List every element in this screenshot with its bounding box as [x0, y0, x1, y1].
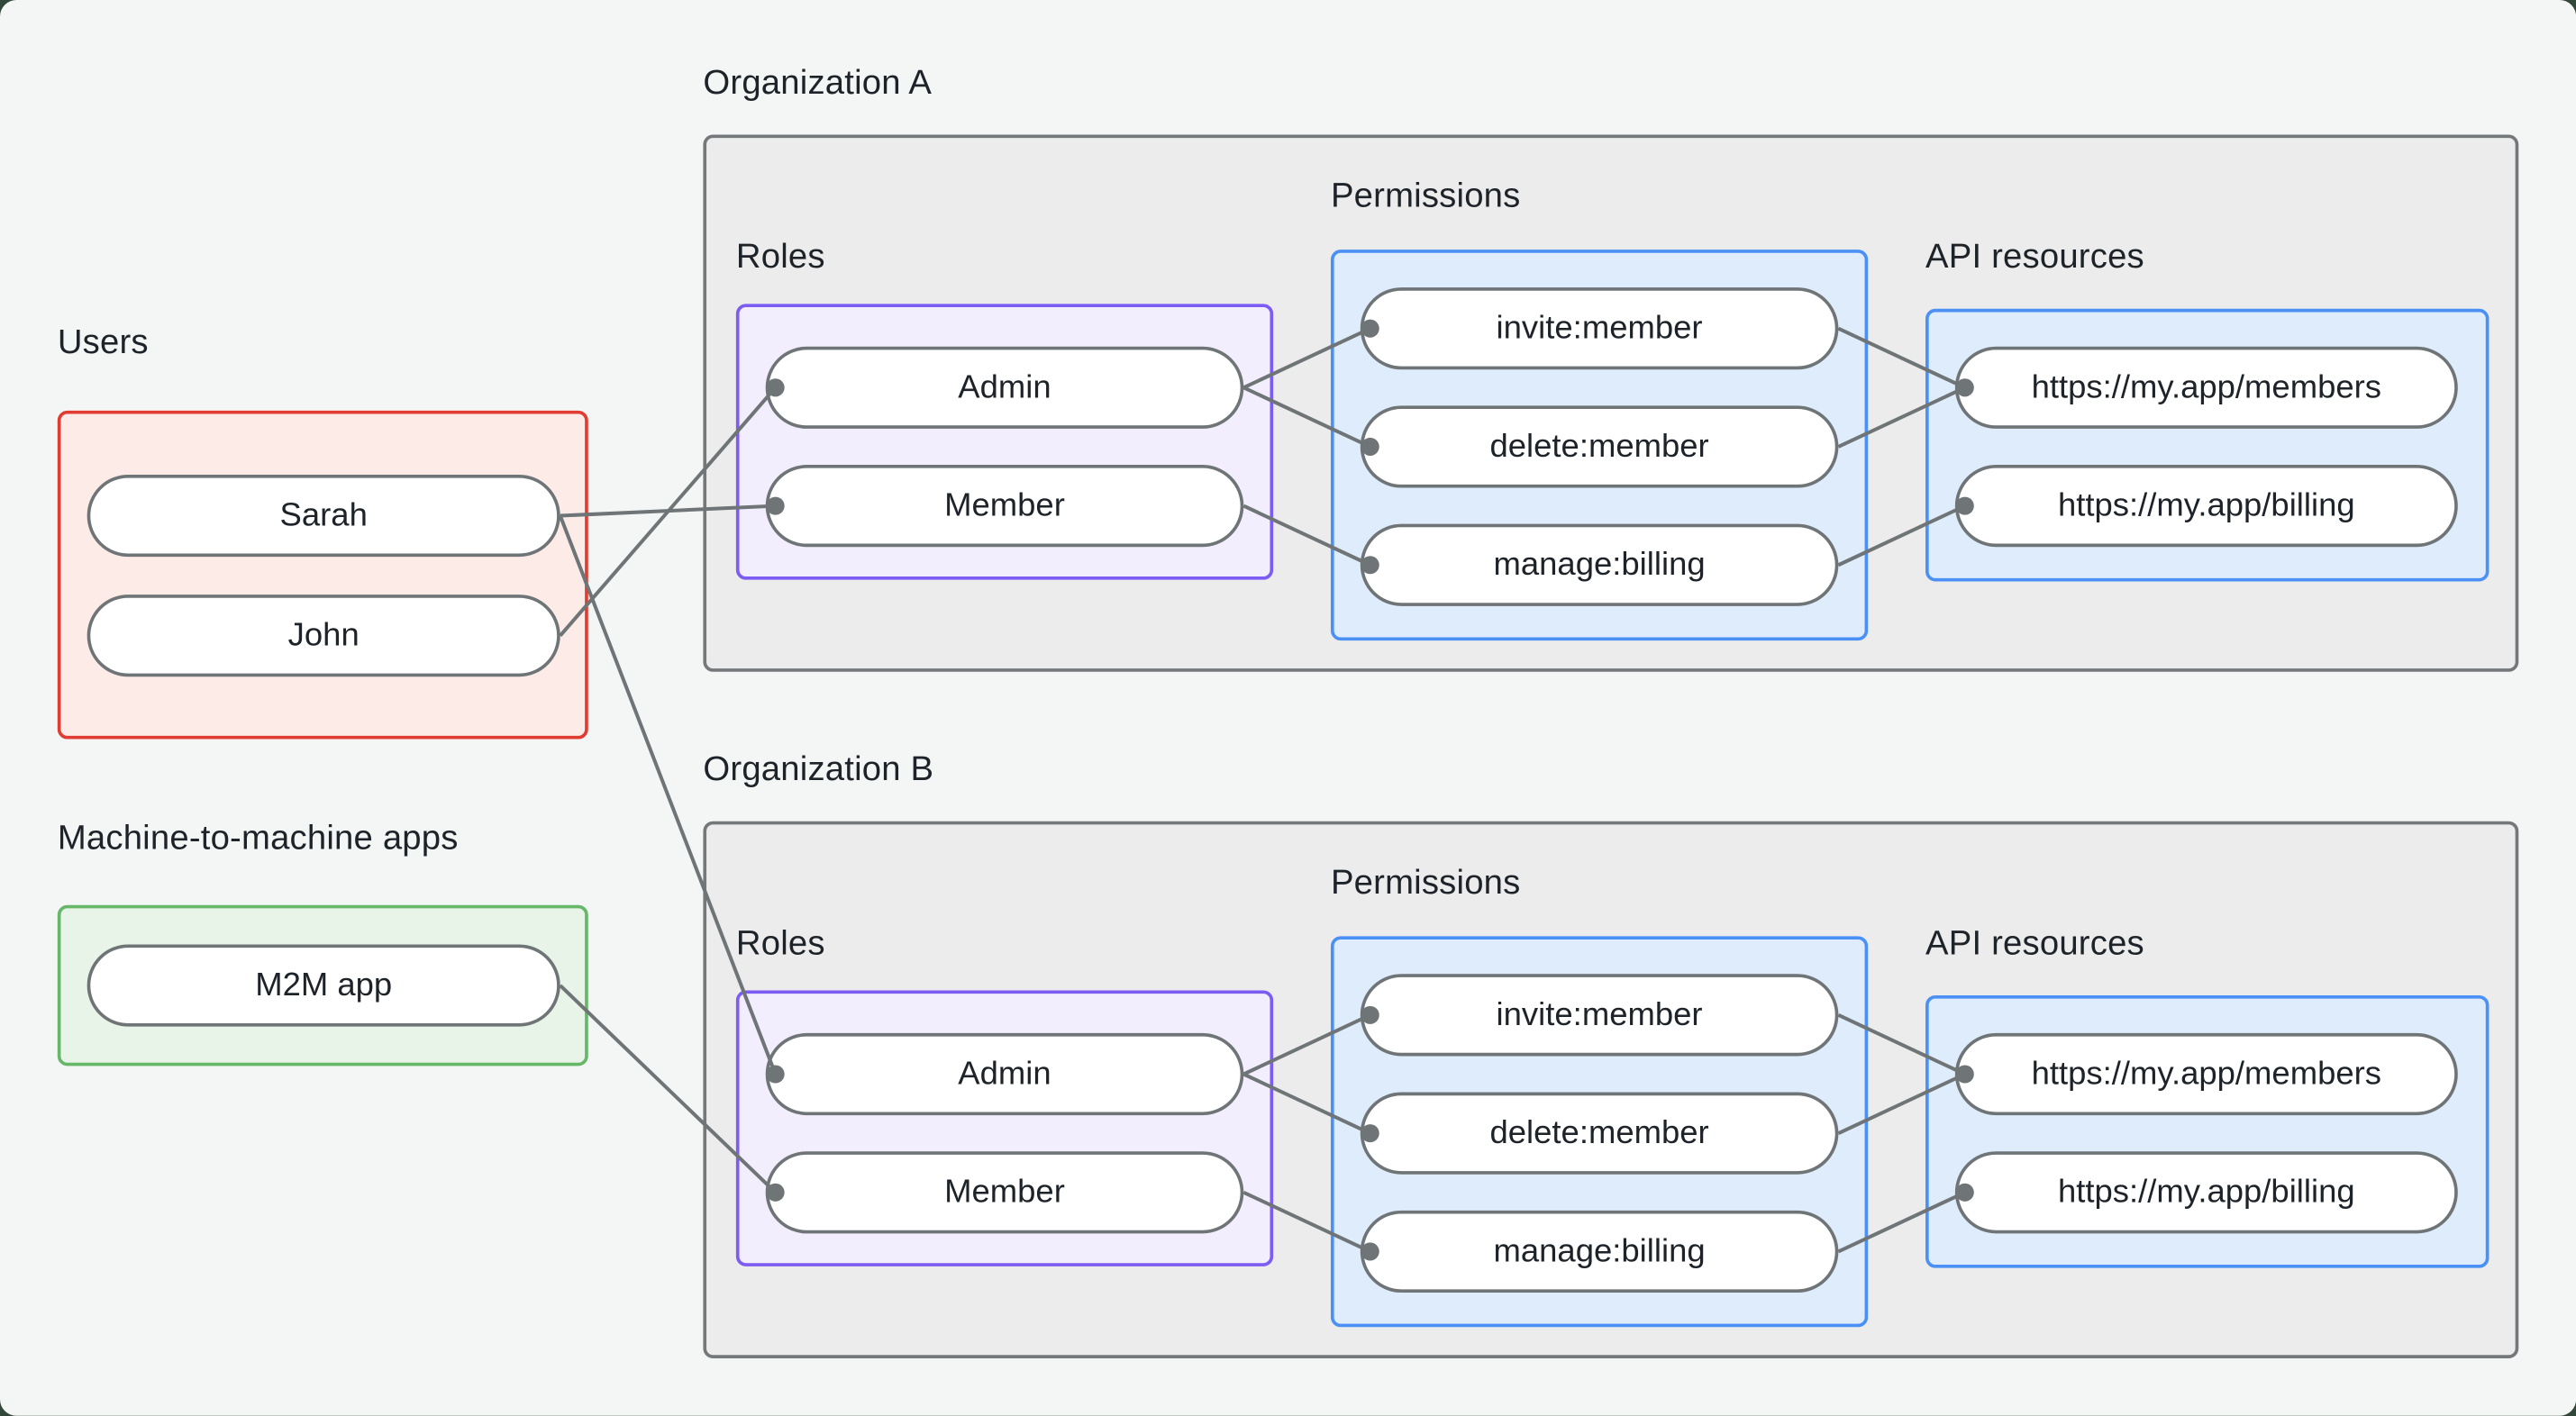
- node-org-a-billing-api: https://my.app/billing: [1954, 465, 2458, 548]
- node-org-a-admin: Admin: [765, 346, 1244, 429]
- node-sarah: Sarah: [86, 474, 560, 558]
- node-org-a-members-api: https://my.app/members: [1954, 346, 2458, 429]
- users-group-box: [57, 410, 588, 740]
- m2m-group-label: Machine-to-machine apps: [57, 819, 459, 858]
- node-org-b-invite-member: invite:member: [1360, 974, 1839, 1057]
- node-m2m-app: M2M app: [86, 944, 560, 1027]
- node-org-b-delete-member: delete:member: [1360, 1092, 1839, 1175]
- org-b-api-resources-label: API resources: [1925, 924, 2144, 963]
- org-b-permissions-label: Permissions: [1330, 864, 1521, 903]
- org-b-title: Organization B: [703, 750, 934, 789]
- org-a-title: Organization A: [703, 64, 933, 103]
- node-org-b-members-api: https://my.app/members: [1954, 1032, 2458, 1116]
- node-org-b-manage-billing: manage:billing: [1360, 1210, 1839, 1293]
- node-org-a-invite-member: invite:member: [1360, 287, 1839, 370]
- org-a-permissions-label: Permissions: [1330, 177, 1521, 215]
- node-org-a-member: Member: [765, 465, 1244, 548]
- node-org-a-manage-billing: manage:billing: [1360, 523, 1839, 606]
- node-org-b-member: Member: [765, 1151, 1244, 1234]
- node-john: John: [86, 595, 560, 677]
- org-b-roles-label: Roles: [735, 924, 825, 963]
- users-group-label: Users: [57, 323, 149, 362]
- node-org-b-admin: Admin: [765, 1032, 1244, 1116]
- node-org-b-billing-api: https://my.app/billing: [1954, 1151, 2458, 1234]
- org-a-api-resources-label: API resources: [1925, 238, 2144, 277]
- node-org-a-delete-member: delete:member: [1360, 405, 1839, 488]
- org-a-roles-label: Roles: [735, 238, 825, 277]
